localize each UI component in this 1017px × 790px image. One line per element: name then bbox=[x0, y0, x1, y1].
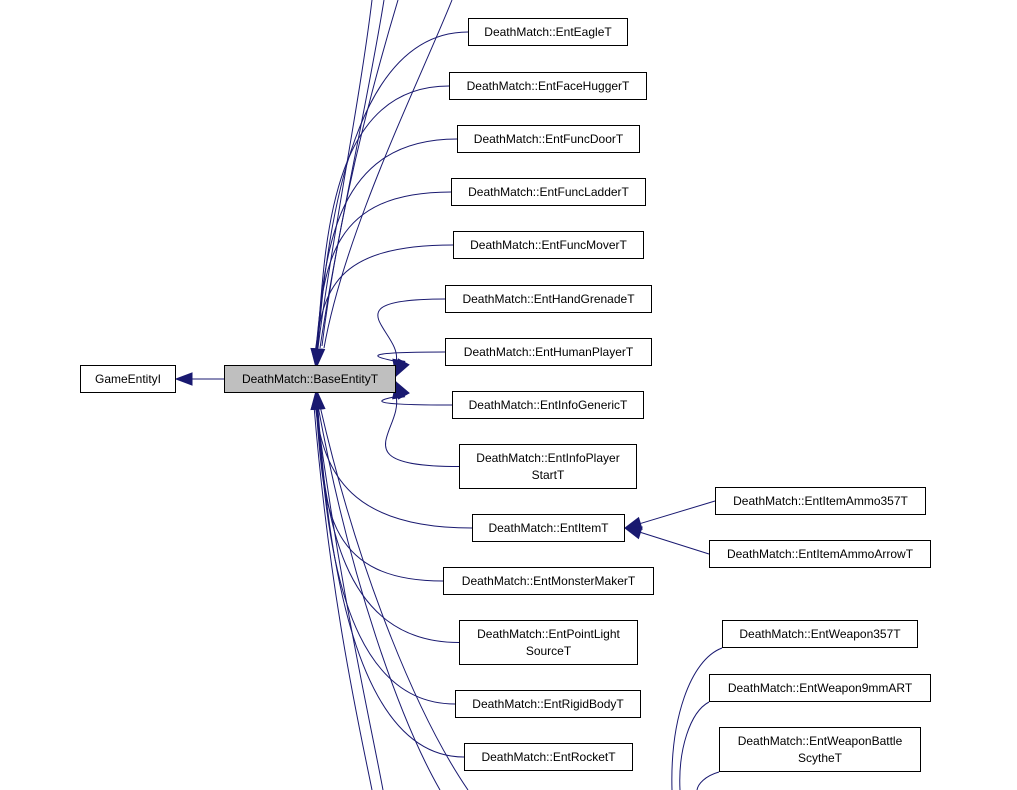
node-label-line: DeathMatch::EntEagleT bbox=[484, 24, 612, 39]
node-label-line: DeathMatch::EntWeapon357T bbox=[739, 626, 901, 641]
node-label-line: DeathMatch::EntFuncLadderT bbox=[468, 184, 629, 199]
node-ent-item-t[interactable]: DeathMatch::EntItemT bbox=[472, 514, 625, 542]
node-label-line: ScytheT bbox=[797, 750, 842, 765]
inheritance-edge-offscreen bbox=[679, 701, 710, 790]
inheritance-edge bbox=[377, 298, 446, 363]
inheritance-edge-offscreen bbox=[317, 0, 373, 349]
inheritance-edge-offscreen bbox=[319, 405, 469, 790]
inheritance-edge bbox=[314, 406, 473, 529]
inheritance-edge bbox=[638, 531, 710, 555]
node-label-line: DeathMatch::BaseEntityT bbox=[241, 371, 379, 386]
node-base-entity-t: DeathMatch::BaseEntityT bbox=[224, 365, 396, 393]
node-game-entity-i[interactable]: GameEntityI bbox=[80, 365, 176, 393]
node-label-line: GameEntityI bbox=[94, 371, 162, 386]
arrowhead bbox=[395, 358, 410, 378]
inheritance-edge bbox=[381, 395, 453, 406]
node-label-line: StartT bbox=[531, 467, 565, 482]
inheritance-edge-offscreen bbox=[315, 405, 384, 790]
node-label-line: DeathMatch::EntRigidBodyT bbox=[472, 696, 624, 711]
node-label-line: DeathMatch::EntFaceHuggerT bbox=[466, 78, 630, 93]
inheritance-edge bbox=[316, 85, 450, 352]
node-label-line: DeathMatch::EntItemAmmo357T bbox=[733, 493, 908, 508]
node-ent-info-player-start-t[interactable]: DeathMatch::EntInfoPlayer StartT bbox=[459, 444, 637, 489]
node-ent-item-ammo-357-t[interactable]: DeathMatch::EntItemAmmo357T bbox=[715, 487, 926, 515]
inheritance-edge bbox=[315, 406, 444, 582]
node-label-line: DeathMatch::EntInfoGenericT bbox=[468, 397, 628, 412]
node-ent-func-door-t[interactable]: DeathMatch::EntFuncDoorT bbox=[457, 125, 640, 153]
node-label-line: DeathMatch::EntPointLight bbox=[477, 626, 620, 641]
arrowhead bbox=[174, 372, 193, 386]
node-ent-face-hugger-t[interactable]: DeathMatch::EntFaceHuggerT bbox=[449, 72, 647, 100]
node-ent-weapon-battle-scythe-t[interactable]: DeathMatch::EntWeaponBattle ScytheT bbox=[719, 727, 921, 772]
node-label-line: DeathMatch::EntInfoPlayer bbox=[476, 450, 620, 465]
node-ent-rocket-t[interactable]: DeathMatch::EntRocketT bbox=[464, 743, 633, 771]
inheritance-edge-offscreen bbox=[313, 405, 373, 790]
inheritance-edge-offscreen bbox=[696, 771, 720, 790]
arrowhead bbox=[623, 526, 643, 540]
inheritance-edge bbox=[316, 406, 456, 705]
node-ent-point-light-source-t[interactable]: DeathMatch::EntPointLight SourceT bbox=[459, 620, 638, 665]
node-label-line: DeathMatch::EntRocketT bbox=[481, 749, 616, 764]
node-ent-human-player-t[interactable]: DeathMatch::EntHumanPlayerT bbox=[445, 338, 652, 366]
inheritance-edge bbox=[315, 191, 452, 352]
node-label-line: DeathMatch::EntHandGrenadeT bbox=[462, 291, 635, 306]
inheritance-edge bbox=[377, 351, 446, 363]
node-ent-hand-grenade-t[interactable]: DeathMatch::EntHandGrenadeT bbox=[445, 285, 652, 313]
inheritance-edge-offscreen bbox=[317, 405, 441, 790]
node-label-line: DeathMatch::EntFuncDoorT bbox=[473, 131, 624, 146]
node-label-line: DeathMatch::EntWeaponBattle bbox=[737, 733, 903, 748]
inheritance-edge bbox=[317, 406, 465, 758]
arrowhead bbox=[310, 347, 324, 367]
node-label-line: DeathMatch::EntWeapon9mmART bbox=[727, 680, 913, 695]
inheritance-edge bbox=[314, 244, 454, 352]
inheritance-edge bbox=[638, 500, 716, 525]
node-ent-eagle-t[interactable]: DeathMatch::EntEagleT bbox=[468, 18, 628, 46]
node-label-line: DeathMatch::EntItemT bbox=[488, 520, 609, 535]
node-ent-func-ladder-t[interactable]: DeathMatch::EntFuncLadderT bbox=[451, 178, 646, 206]
node-label-line: DeathMatch::EntMonsterMakerT bbox=[461, 573, 636, 588]
node-ent-weapon-357-t[interactable]: DeathMatch::EntWeapon357T bbox=[722, 620, 918, 648]
node-ent-func-mover-t[interactable]: DeathMatch::EntFuncMoverT bbox=[453, 231, 644, 259]
inheritance-edge bbox=[385, 395, 460, 467]
node-label-line: DeathMatch::EntItemAmmoArrowT bbox=[726, 546, 914, 561]
inheritance-edge-offscreen bbox=[321, 0, 399, 347]
inheritance-edge bbox=[316, 31, 469, 352]
inheritance-edge-offscreen bbox=[671, 647, 723, 790]
inheritance-edge-offscreen bbox=[323, 0, 453, 349]
node-ent-item-ammo-arrow-t[interactable]: DeathMatch::EntItemAmmoArrowT bbox=[709, 540, 931, 568]
node-ent-rigid-body-t[interactable]: DeathMatch::EntRigidBodyT bbox=[455, 690, 641, 718]
inheritance-edge-offscreen bbox=[319, 0, 385, 349]
node-label-line: DeathMatch::EntHumanPlayerT bbox=[463, 344, 634, 359]
node-ent-weapon-9mm-ar-t[interactable]: DeathMatch::EntWeapon9mmART bbox=[709, 674, 931, 702]
node-ent-info-generic-t[interactable]: DeathMatch::EntInfoGenericT bbox=[452, 391, 644, 419]
node-ent-monster-maker-t[interactable]: DeathMatch::EntMonsterMakerT bbox=[443, 567, 654, 595]
node-label-line: SourceT bbox=[525, 643, 572, 658]
node-label-line: DeathMatch::EntFuncMoverT bbox=[470, 237, 627, 252]
